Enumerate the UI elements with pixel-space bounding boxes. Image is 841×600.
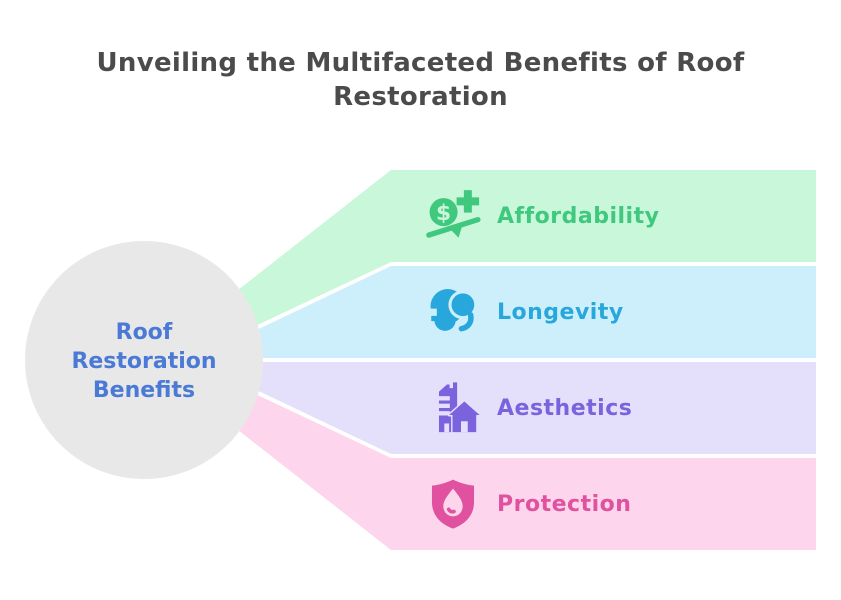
branch-label-affordability: Affordability bbox=[497, 203, 660, 229]
branch-label-aesthetics: Aesthetics bbox=[497, 395, 633, 421]
branch-longevity: Longevity bbox=[424, 277, 624, 347]
branch-affordability: $ Affordability bbox=[424, 181, 659, 251]
branch-label-longevity: Longevity bbox=[497, 299, 624, 325]
band-affordability bbox=[238, 170, 816, 328]
page-title: Unveiling the Multifaceted Benefits of R… bbox=[96, 48, 745, 112]
building-house-icon bbox=[433, 382, 482, 434]
hub-circle bbox=[25, 241, 263, 479]
band-protection bbox=[238, 392, 816, 550]
hub-label: Roof Restoration Benefits bbox=[71, 320, 217, 403]
helmet-head-icon bbox=[427, 289, 478, 332]
branch-aesthetics: Aesthetics bbox=[424, 373, 632, 443]
shield-droplet-icon bbox=[431, 479, 475, 529]
band-longevity bbox=[248, 266, 816, 358]
svg-text:$: $ bbox=[436, 201, 451, 226]
branch-protection: Protection bbox=[424, 469, 631, 539]
branch-label-protection: Protection bbox=[497, 491, 632, 517]
money-scale-plus-icon: $ bbox=[426, 190, 481, 238]
band-aesthetics bbox=[248, 362, 816, 454]
